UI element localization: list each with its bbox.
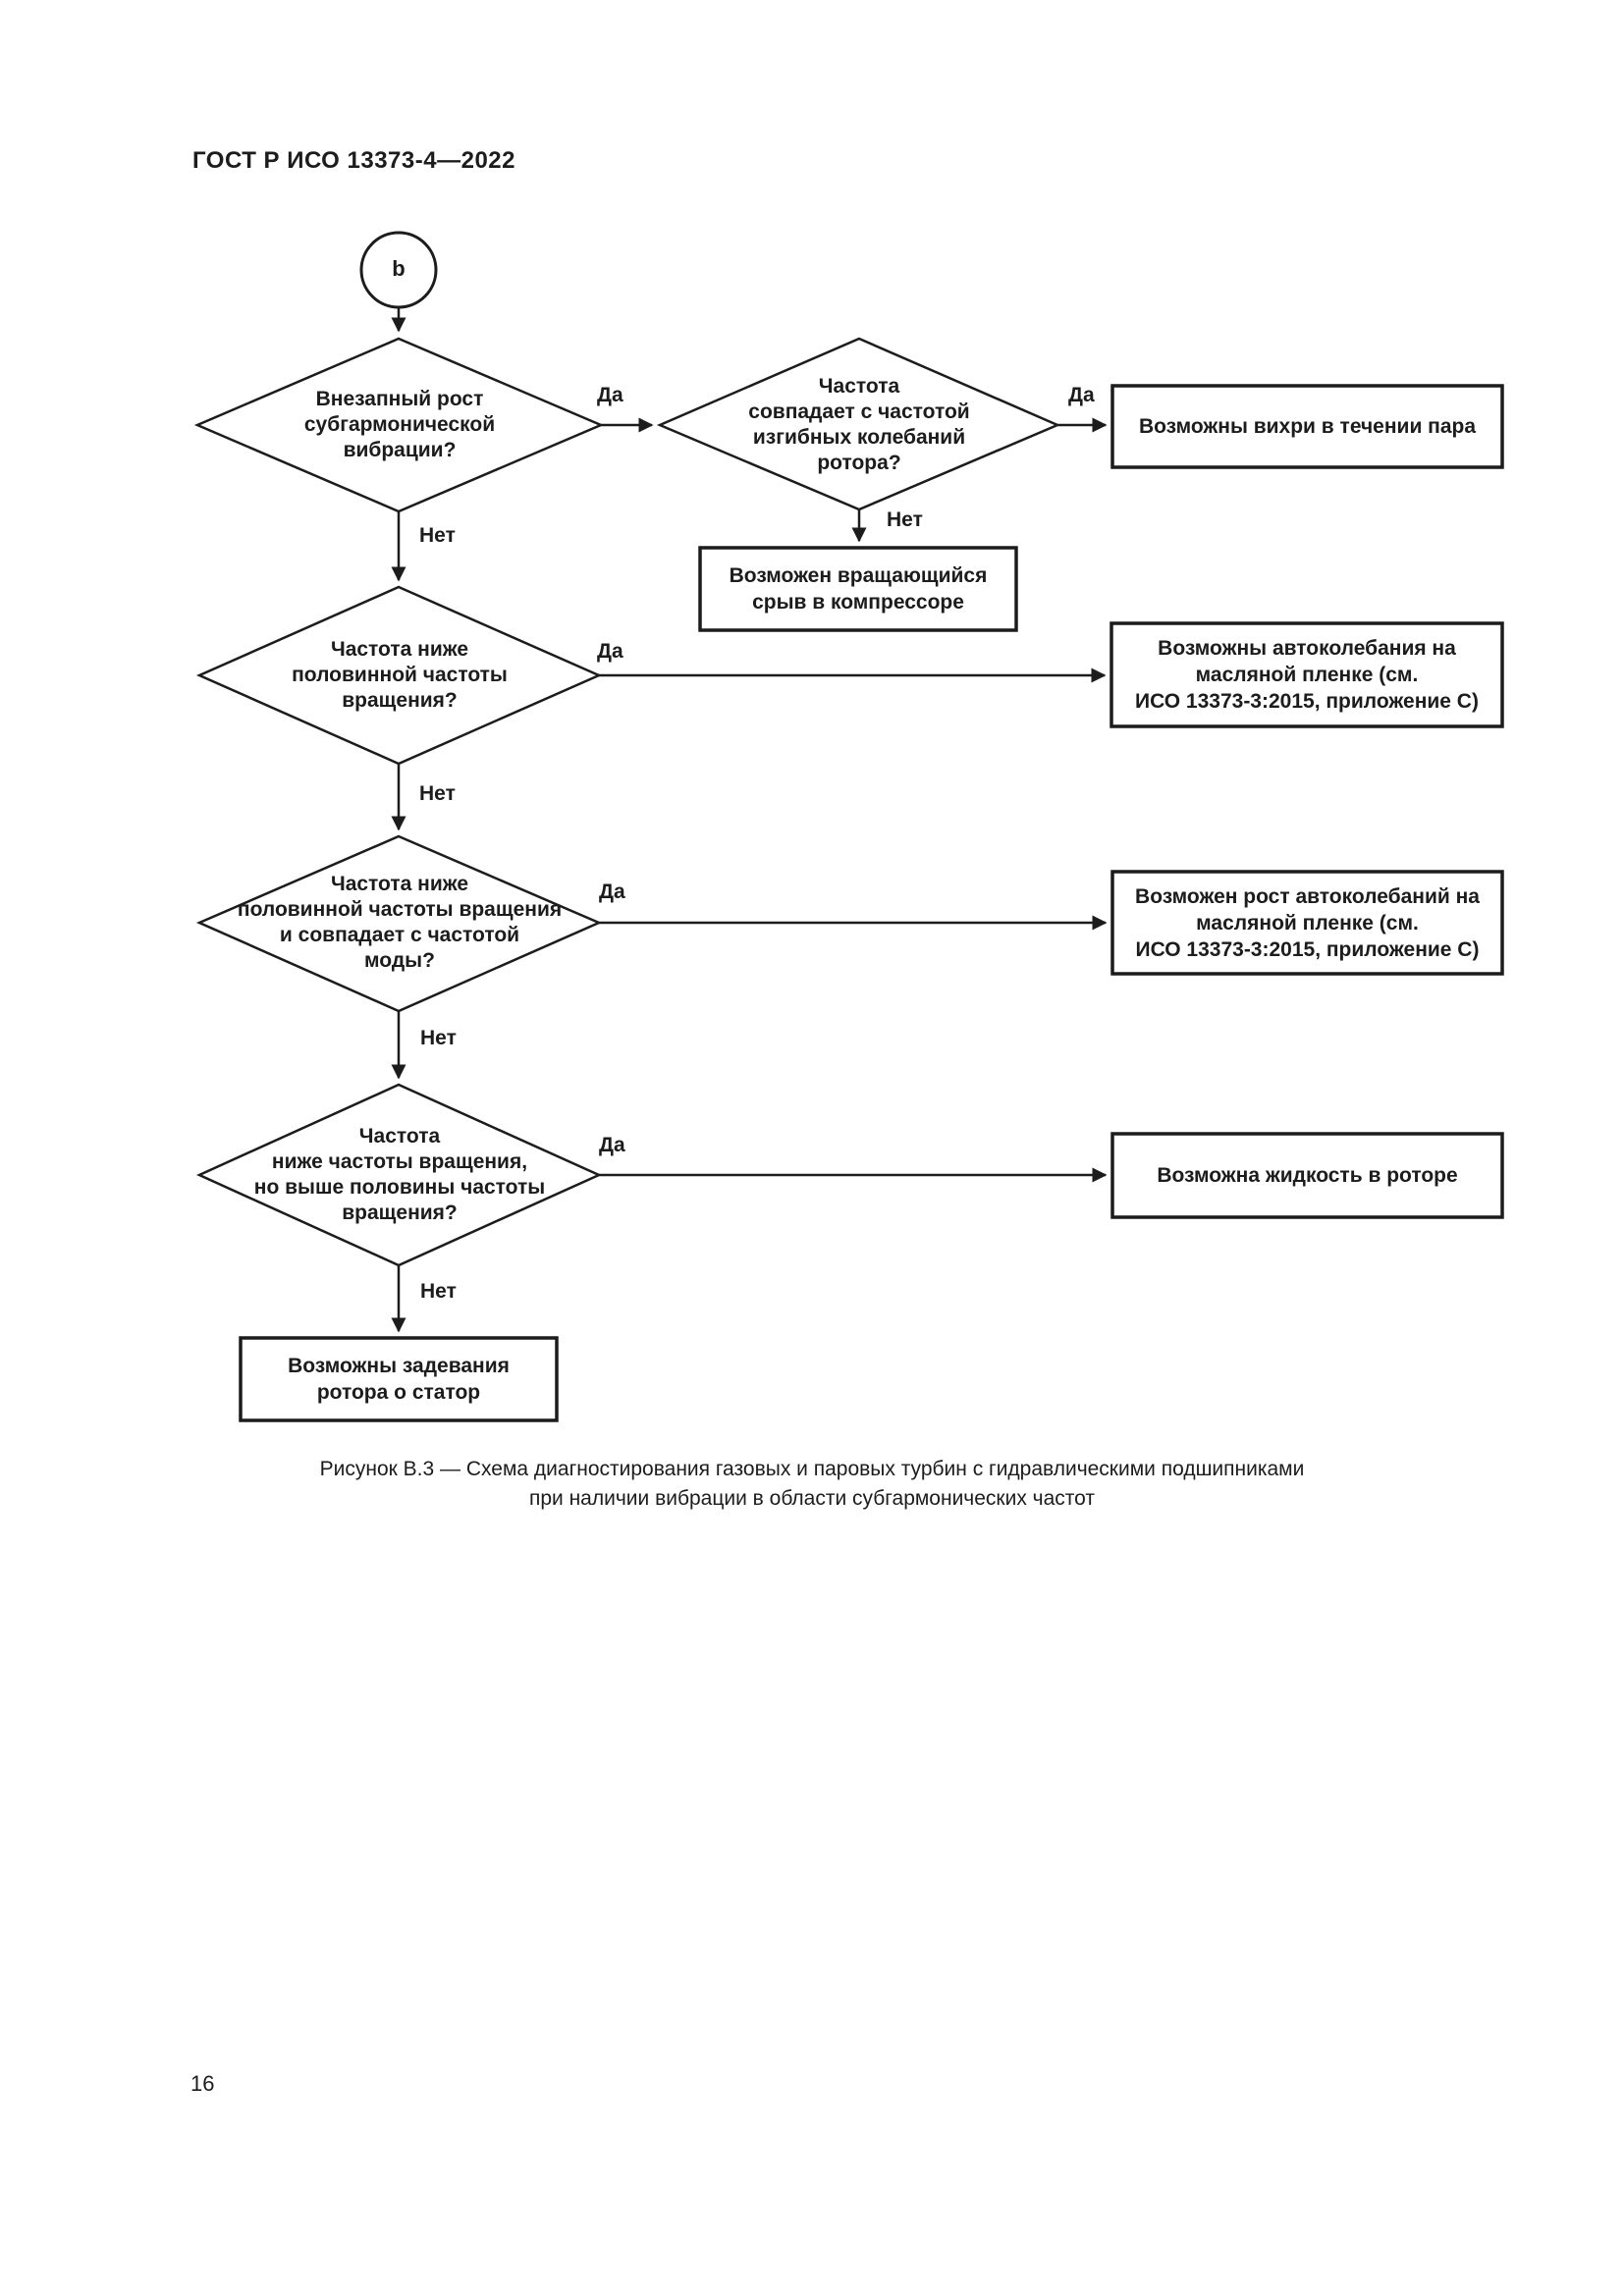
outcome-box-steam-vortices — [1110, 384, 1504, 469]
outcome-text-fluid-in-rotor: Возможна жидкость в роторе — [1157, 1164, 1458, 1187]
edge-label-d2-no: Нет — [887, 508, 923, 531]
decision-text-below-speed-above-half: Частота ниже частоты вращения, но выше п… — [253, 1125, 546, 1224]
outcome-text-rotor-stator-rub: Возможны задевания ротора о статор — [288, 1355, 510, 1404]
decision-text-below-half-matches-mode: Частота ниже половинной частоты вращения… — [237, 873, 563, 972]
decision-text-below-half-speed: Частота ниже половинной частоты вращения… — [292, 638, 508, 712]
edge-label-d1-yes: Да — [597, 384, 623, 406]
document-header: ГОСТ Р ИСО 13373-4—2022 — [192, 147, 515, 174]
outcome-box-rotating-stall — [698, 546, 1018, 632]
edge-label-d3-no: Нет — [419, 782, 456, 805]
decision-text-sudden-subharmonic: Внезапный рост субгармонической вибрации… — [303, 388, 496, 461]
start-connector-label: b — [392, 256, 406, 281]
decision-text-freq-matches-bending: Частота совпадает с частотой изгибных ко… — [748, 375, 970, 474]
edge-label-d1-no: Нет — [419, 524, 456, 547]
figure-caption: Рисунок В.3 — Схема диагностирования газ… — [319, 1458, 1305, 1510]
edge-label-d2-yes: Да — [1068, 384, 1095, 406]
outcome-text-oil-film-oscillations: Возможны автоколебания на масляной пленк… — [1135, 637, 1479, 713]
page-number: 16 — [190, 2071, 215, 2096]
edge-label-d3-yes: Да — [597, 640, 623, 663]
edge-label-d5-yes: Да — [599, 1134, 625, 1156]
edge-label-d5-no: Нет — [420, 1280, 457, 1303]
edge-label-d4-no: Нет — [420, 1027, 457, 1049]
outcome-box-oil-film-growth — [1110, 870, 1504, 976]
outcome-text-steam-vortices: Возможны вихри в течении пара — [1138, 415, 1477, 438]
outcome-box-fluid-in-rotor — [1110, 1132, 1504, 1219]
edge-label-d4-yes: Да — [599, 881, 625, 903]
outcome-text-oil-film-growth: Возможен рост автоколебаний на масляной … — [1135, 884, 1480, 961]
outcome-text-rotating-stall: Возможен вращающийся срыв в компрессоре — [729, 564, 988, 614]
outcome-box-rotor-stator-rub — [239, 1336, 559, 1422]
outcome-box-oil-film-oscillations — [1110, 621, 1504, 728]
